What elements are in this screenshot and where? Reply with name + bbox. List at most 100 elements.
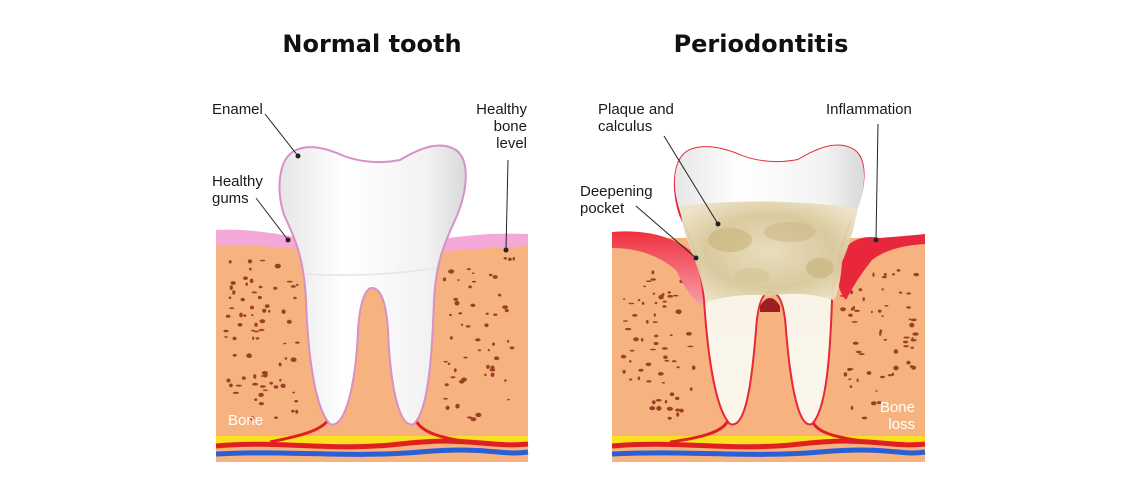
bone-speckle xyxy=(465,325,471,328)
bone-speckle xyxy=(887,374,894,377)
pointer-dot-bone-level xyxy=(503,247,509,253)
bone-speckle xyxy=(653,313,656,317)
bone-speckle xyxy=(229,307,235,310)
bone-speckle xyxy=(675,408,681,412)
bone-speckle xyxy=(656,406,662,411)
bone-speckle xyxy=(503,257,507,260)
bone-speckle xyxy=(466,416,473,419)
bone-speckle xyxy=(637,376,641,381)
label-pocket-1: Deepening xyxy=(580,183,653,200)
bone-speckle xyxy=(249,278,254,284)
bone-speckle xyxy=(850,307,854,311)
bone-speckle xyxy=(652,400,656,405)
bone-speckle xyxy=(471,272,475,275)
label-healthy-gums-2: gums xyxy=(212,190,249,207)
bone-speckle xyxy=(652,292,656,295)
bone-speckle xyxy=(253,330,260,333)
bone-speckle xyxy=(262,308,267,313)
bone-speckle xyxy=(870,310,873,314)
bone-speckle xyxy=(653,341,659,346)
bone-speckle xyxy=(295,409,299,414)
bone-speckle xyxy=(264,304,270,308)
bone-speckle xyxy=(484,323,489,328)
bone-speckle xyxy=(854,309,860,312)
bone-speckle xyxy=(646,380,652,383)
bone-speckle xyxy=(230,281,236,285)
bone-speckle xyxy=(251,314,254,317)
bone-speckle xyxy=(629,349,635,352)
bone-speckle xyxy=(881,315,884,318)
healthy-gum-left-side xyxy=(216,229,306,250)
bone-speckle xyxy=(229,285,233,290)
label-bone-loss-2: loss xyxy=(888,416,915,433)
bone-speckle xyxy=(649,348,657,351)
bone-speckle xyxy=(251,329,255,332)
bone-speckle xyxy=(676,412,680,417)
bone-speckle xyxy=(258,402,264,406)
bone-speckle xyxy=(906,292,911,295)
vessels-right xyxy=(611,419,926,457)
bone-speckle xyxy=(675,309,682,315)
bone-speckle xyxy=(463,356,468,359)
bone-speckle xyxy=(661,382,666,384)
bone-speckle xyxy=(667,416,672,420)
pointer-plaque xyxy=(663,135,719,225)
bone-speckle xyxy=(269,381,274,385)
bone-speckle xyxy=(268,310,271,313)
label-bone-loss-1: Bone xyxy=(880,399,915,416)
bone-speckle xyxy=(255,337,260,340)
bone-speckle xyxy=(470,303,476,307)
bone-speckle xyxy=(493,313,498,316)
root-pulp-gap xyxy=(760,298,780,312)
label-healthy-bone-3: level xyxy=(496,135,527,152)
bone-speckle xyxy=(638,368,644,372)
bone-speckle xyxy=(858,288,863,292)
bone-speckle xyxy=(641,301,645,305)
bone-speckle xyxy=(643,285,646,288)
bone-speckle xyxy=(443,360,448,363)
bone-speckle xyxy=(862,297,865,302)
bone-speckle xyxy=(879,329,883,334)
bone-speckle xyxy=(883,273,887,276)
bone-speckle xyxy=(880,375,885,379)
bone-speckle xyxy=(913,272,919,277)
pointer-enamel xyxy=(264,113,299,157)
bone-speckle xyxy=(445,405,450,410)
bone-speckle xyxy=(662,300,667,303)
bone-speckle xyxy=(453,297,459,301)
bone-speckle xyxy=(292,391,295,394)
bone-speckle xyxy=(654,301,658,305)
bone-speckle xyxy=(229,383,233,388)
bone-speckle xyxy=(673,294,679,297)
bone-speckle xyxy=(444,383,449,387)
bone-speckle xyxy=(507,339,510,343)
bone-speckle xyxy=(910,338,917,342)
vessels-left xyxy=(215,415,529,457)
pointer-dot-enamel xyxy=(295,153,301,159)
bone-speckle xyxy=(629,360,632,363)
bone-speckle xyxy=(458,379,465,384)
inflamed-gum-right xyxy=(836,234,925,300)
bone-speckles-right xyxy=(620,269,919,420)
bone-speckle xyxy=(457,279,460,281)
bone-speckle xyxy=(903,336,910,339)
bone-speckle xyxy=(623,298,626,300)
bone-speckle xyxy=(909,365,914,368)
bone-speckle xyxy=(254,398,258,401)
label-enamel: Enamel xyxy=(212,101,263,118)
bone-speckle xyxy=(883,338,888,341)
plaque-calculus xyxy=(680,201,858,302)
bone-speckle xyxy=(449,336,453,340)
bone-speckle xyxy=(847,367,852,372)
bone-speckle xyxy=(460,323,464,326)
bone-speckle xyxy=(232,391,239,394)
bone-speckle xyxy=(223,329,229,333)
bone-speckle xyxy=(872,272,875,278)
bone-speckle xyxy=(295,341,300,344)
label-healthy-gums-1: Healthy xyxy=(212,173,263,190)
bone-speckle xyxy=(497,293,502,297)
bone-speckle xyxy=(290,357,297,363)
bone-speckle xyxy=(258,285,263,289)
bone-speckle xyxy=(273,286,278,290)
